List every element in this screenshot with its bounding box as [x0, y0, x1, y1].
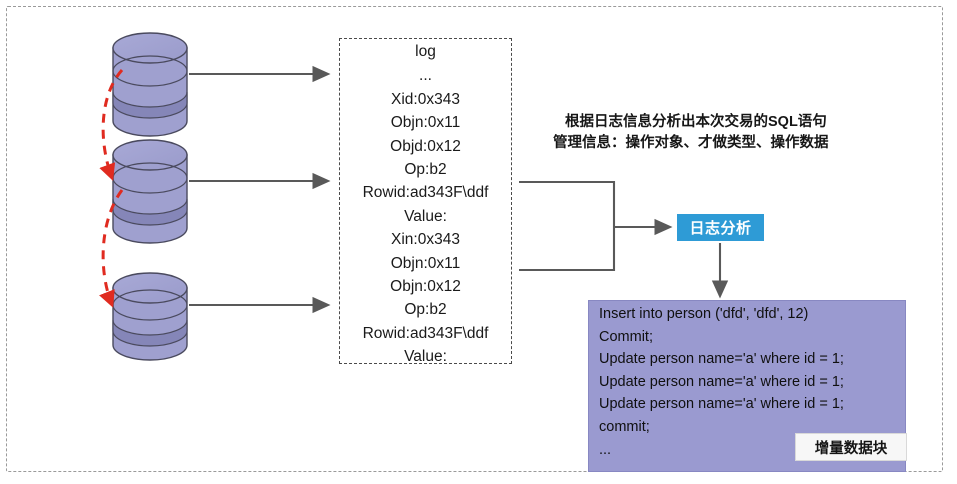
log-line-13: Value:: [404, 348, 447, 366]
log-line-10: Objn:0x12: [390, 278, 461, 296]
sql-line-0: Insert into person ('dfd', 'dfd', 12): [599, 306, 809, 322]
database-cylinder-1: [112, 32, 188, 137]
sql-line-5: commit;: [599, 418, 650, 435]
sql-line-1: Commit;: [599, 328, 653, 345]
log-line-2: Xid:0x343: [391, 90, 460, 108]
sql-output-text: Insert into person ('dfd', 'dfd', 12) Co…: [599, 303, 909, 461]
log-line-3: Objn:0x11: [390, 114, 461, 132]
log-line-1: ...: [419, 67, 432, 85]
caption-line-2: 管理信息：操作对象、才做类型、操作数据: [553, 135, 829, 151]
sql-line-2: Update person name='a' where id = 1;: [599, 351, 844, 368]
database-cylinder-2: [112, 139, 188, 244]
log-analysis-badge[interactable]: 日志分析: [677, 214, 764, 241]
replication-arrow-1: [99, 69, 124, 181]
sql-line-6: ...: [599, 441, 612, 458]
log-line-7: Value:: [404, 207, 447, 225]
outer-dashed-frame: [6, 6, 943, 472]
log-to-analysis-connector: [519, 180, 673, 272]
sql-line-4: Update person name='a' where id = 1;: [599, 396, 844, 413]
log-record-box: [339, 38, 512, 364]
log-line-8: Xin:0x343: [391, 231, 460, 249]
log-line-6: Rowid:ad343F\ddf: [362, 184, 489, 202]
log-line-12: Rowid:ad343F\ddf: [362, 324, 489, 342]
analysis-caption: 根据日志信息分析出本次交易的SQL语句 管理信息：操作对象、才做类型、操作数据: [553, 112, 933, 154]
log-line-11: Op:b2: [404, 301, 447, 319]
log-line-0: log: [415, 43, 436, 60]
database-cylinder-3: [112, 272, 188, 361]
log-record-text: log ... Xid:0x343 Objn:0x11 Objd:0x12 Op…: [339, 40, 512, 369]
sql-line-3: Update person name='a' where id = 1;: [599, 373, 844, 390]
caption-line-1: 根据日志信息分析出本次交易的SQL语句: [565, 114, 827, 130]
incremental-data-block-tag: 增量数据块: [795, 433, 907, 461]
log-line-5: Op:b2: [404, 161, 447, 179]
log-line-4: Objd:0x12: [390, 137, 461, 155]
log-line-9: Objn:0x11: [390, 254, 461, 272]
